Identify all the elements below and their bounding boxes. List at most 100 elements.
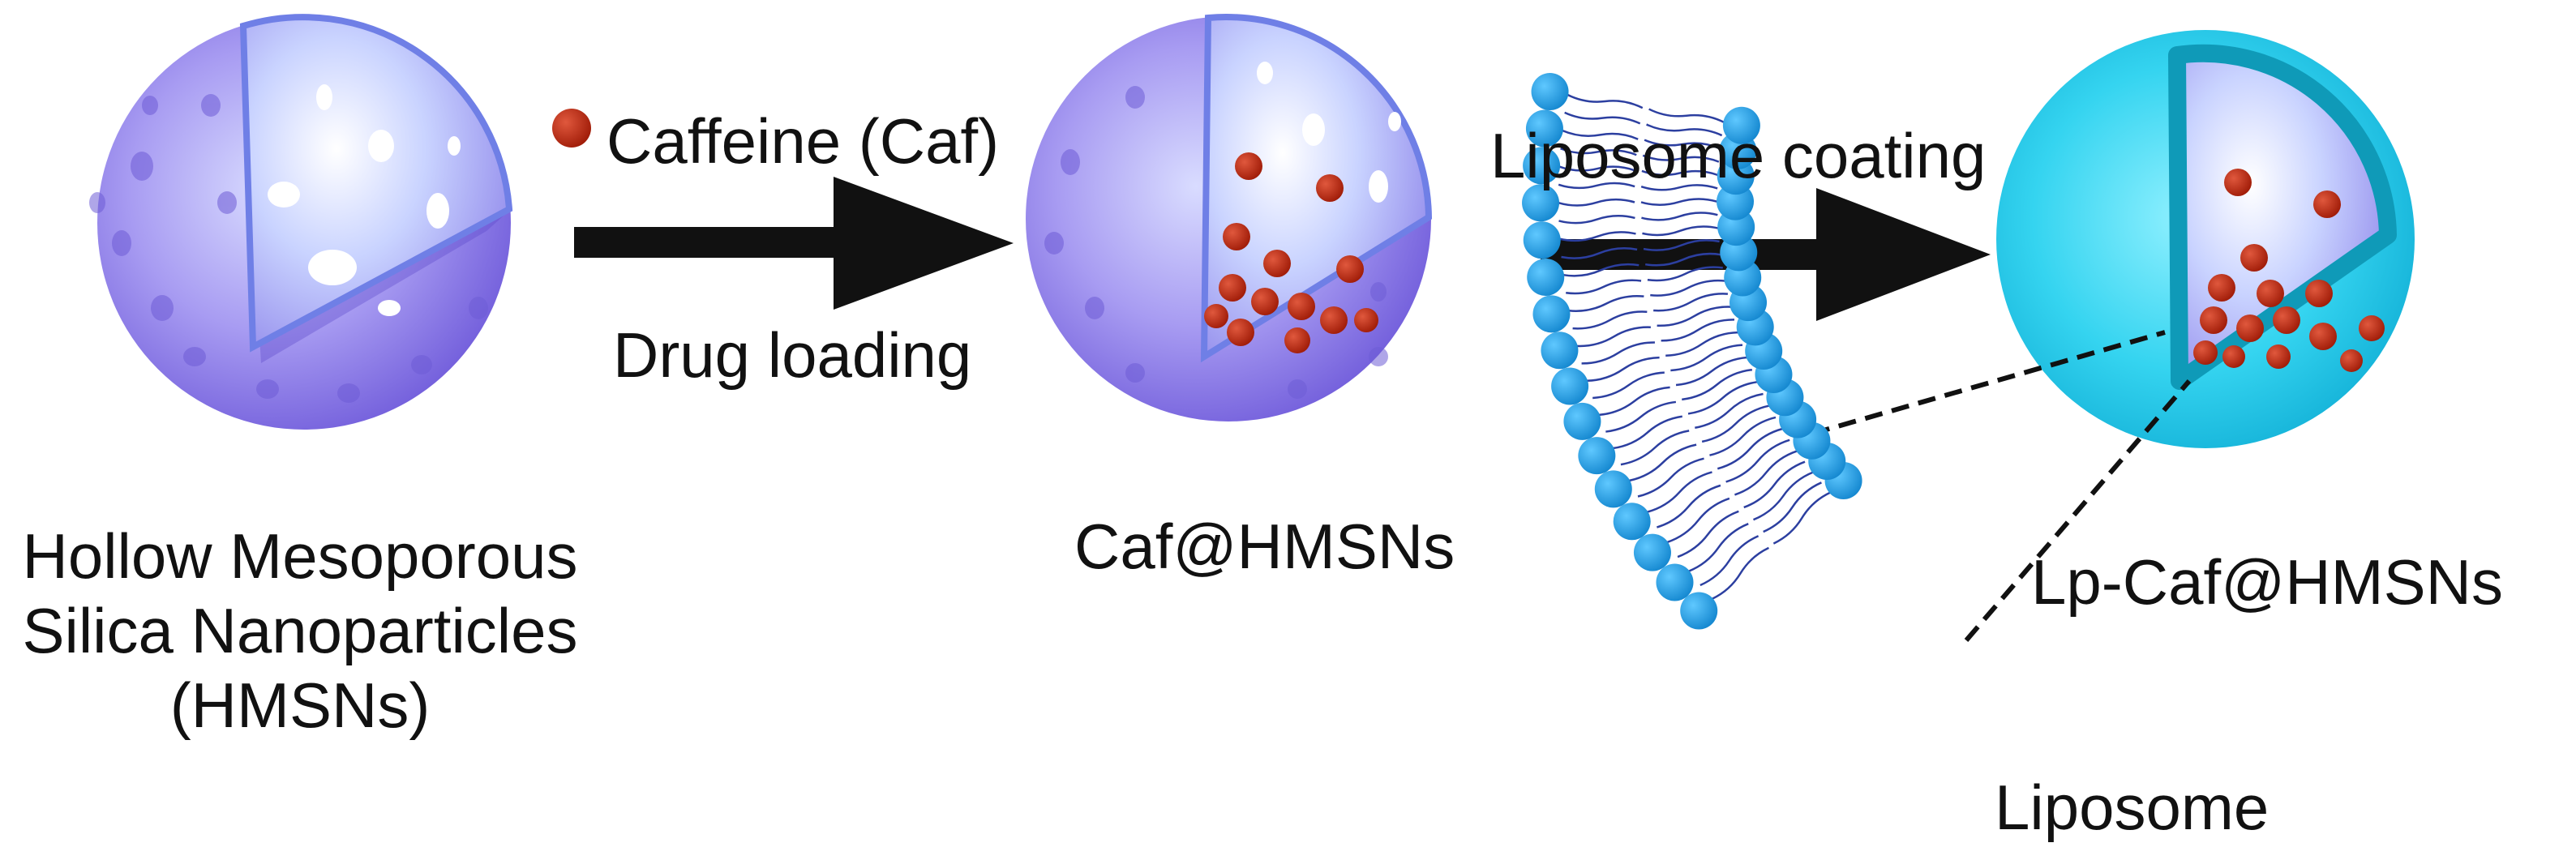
lipid-tail [1637,457,1704,498]
lipid-tail [1562,263,1639,277]
lipid-head [1551,367,1589,405]
lipid-tail [1646,123,1723,137]
lipid-tail [1657,484,1721,528]
lipid-tail [1717,427,1783,470]
lipid-head [1578,437,1616,475]
lipid-tail [1598,386,1670,417]
lipid-tail [1628,443,1697,482]
lipid-tail [1572,310,1648,330]
pore-openings [268,84,461,316]
lipid-tail [1558,165,1636,172]
lipid-tail [1558,182,1635,190]
lipid-tail [1743,460,1806,509]
lipid-tail [1657,306,1731,327]
lipid-tail [1650,279,1725,297]
arrow-liposome-coating [1541,188,1991,321]
lipid-tail [1709,416,1777,456]
lipid-tail [1564,111,1641,125]
lipid-tail [1642,154,1720,163]
lipid-tail [1670,344,1743,372]
caf-hmsn-sphere [1026,14,1433,421]
lipid-tail [1640,198,1718,207]
zoom-leader-lines [1811,330,2192,642]
lipid-tail [1677,510,1739,558]
lipid-tail [1562,129,1639,140]
liposome-coating-label: Liposome coating [1490,120,1987,191]
lipid-tail [1642,225,1719,237]
lipid-tail [1613,415,1682,450]
lipid-head [1563,402,1601,440]
arrow-drug-loading [574,177,1014,310]
lipid-head [1527,259,1565,297]
lipid-head [1525,109,1563,148]
lipid-head [1656,563,1694,601]
lipid-tail [1647,266,1723,282]
lipid-tail [1640,184,1718,191]
lipid-tail [1644,252,1721,267]
hmsn-label-line3: (HMSNs) [169,670,431,742]
lipid-tail [1695,392,1764,430]
caf-hmsns-label: Caf@HMSNs [1074,511,1455,582]
lp-caf-hmsn-sphere [1996,30,2415,448]
lipid-tail [1753,471,1814,521]
pore-dots [89,94,488,403]
lipid-tail [1558,215,1635,225]
drug-loading-label: Drug loading [613,319,972,391]
lipid-tail [1675,356,1747,387]
lipid-head [1523,147,1561,185]
lipid-tail [1581,341,1655,365]
lipid-tail [1661,319,1735,342]
lipid-tail [1644,139,1721,150]
lipid-head [1541,332,1579,370]
lipid-tail [1561,247,1638,259]
lipid-tail [1643,239,1720,251]
lipid-tail [1560,148,1637,156]
lipid-head [1594,470,1632,508]
liposome-bilayer [1522,73,1862,630]
lipid-tail [1592,371,1665,400]
lipid-tail [1576,326,1651,348]
lipid-tail [1665,331,1738,357]
lipid-tail [1688,523,1749,572]
caffeine-molecules [1204,152,1378,353]
lipid-tail [1734,450,1798,496]
caffeine-label: Caffeine (Caf) [606,105,1000,177]
lipid-tail [1682,368,1752,401]
lipid-head [1680,592,1718,630]
lp-caf-hmsns-label: Lp-Caf@HMSNs [2031,546,2503,618]
liposome-label: Liposome [1995,772,2270,843]
lipid-head [1531,73,1569,111]
lipid-tail [1559,231,1636,242]
hmsn-label: Hollow Mesoporous Silica Nanoparticles (… [0,519,600,742]
lipid-tail [1558,198,1635,207]
lipid-head [1613,503,1651,541]
lipid-tail [1699,535,1759,587]
lipid-tail [1653,293,1729,312]
hmsn-label-line1: Hollow Mesoporous [22,520,578,592]
lipid-head [1722,106,1760,144]
lipid-tail [1566,279,1642,295]
lipid-tail [1568,295,1644,312]
lipid-tail [1587,356,1660,383]
lipid-head [1532,295,1571,333]
lipid-tail [1772,491,1831,545]
lipid-tail [1647,471,1712,513]
caffeine-legend-dot [552,109,591,148]
hmsn-sphere [89,14,513,430]
lipid-tail [1701,404,1770,443]
lipid-tail [1763,481,1822,533]
lipid-tail [1687,380,1758,415]
lipid-tail [1712,546,1769,600]
lipid-tail [1648,108,1725,124]
lipid-tail [1641,212,1718,221]
lipid-head [1523,221,1561,259]
lipid-tail [1605,400,1677,433]
hmsn-label-line2: Silica Nanoparticles [22,595,578,667]
lipid-tail [1567,93,1644,109]
lipid-tail [1666,497,1730,544]
lipid-head [1633,533,1671,571]
lipid-tail [1620,430,1690,466]
lipid-tail [1725,439,1790,483]
